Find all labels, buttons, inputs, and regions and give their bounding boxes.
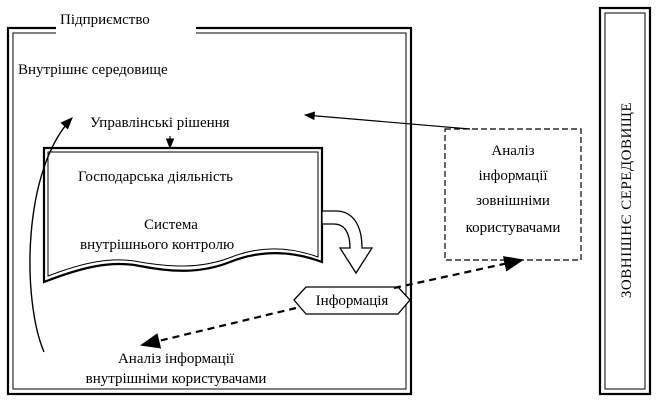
internal-environment-label: Внутрішнє середовище [18, 62, 168, 78]
external-analysis-line3: зовнішніми [476, 193, 550, 209]
external-analysis-line1: Аналіз [491, 143, 534, 159]
information-label: Інформація [316, 293, 389, 309]
curved-block-arrow [322, 211, 372, 273]
control-system-line2: внутрішнього контролю [80, 237, 234, 253]
control-system-line1: Система [144, 217, 198, 233]
information-to-external-arrow [394, 260, 522, 288]
enterprise-title: Підприємство [60, 12, 150, 28]
internal-analysis-line2: внутрішніми користувачами [86, 371, 267, 387]
external-environment-label: ЗОВНІШНЄ СЕРЕДОВИЩЕ [619, 102, 635, 298]
internal-analysis-line1: Аналіз інформації [118, 351, 235, 367]
management-decisions-label: Управлінські рішення [90, 115, 230, 131]
external-analysis-line4: користувачами [466, 220, 561, 236]
economic-activity-title: Господарська діяльність [78, 169, 233, 185]
information-to-internal-arrow [142, 308, 296, 345]
external-analysis-line2: інформації [478, 168, 548, 184]
external-to-decisions-arrow [305, 115, 470, 129]
